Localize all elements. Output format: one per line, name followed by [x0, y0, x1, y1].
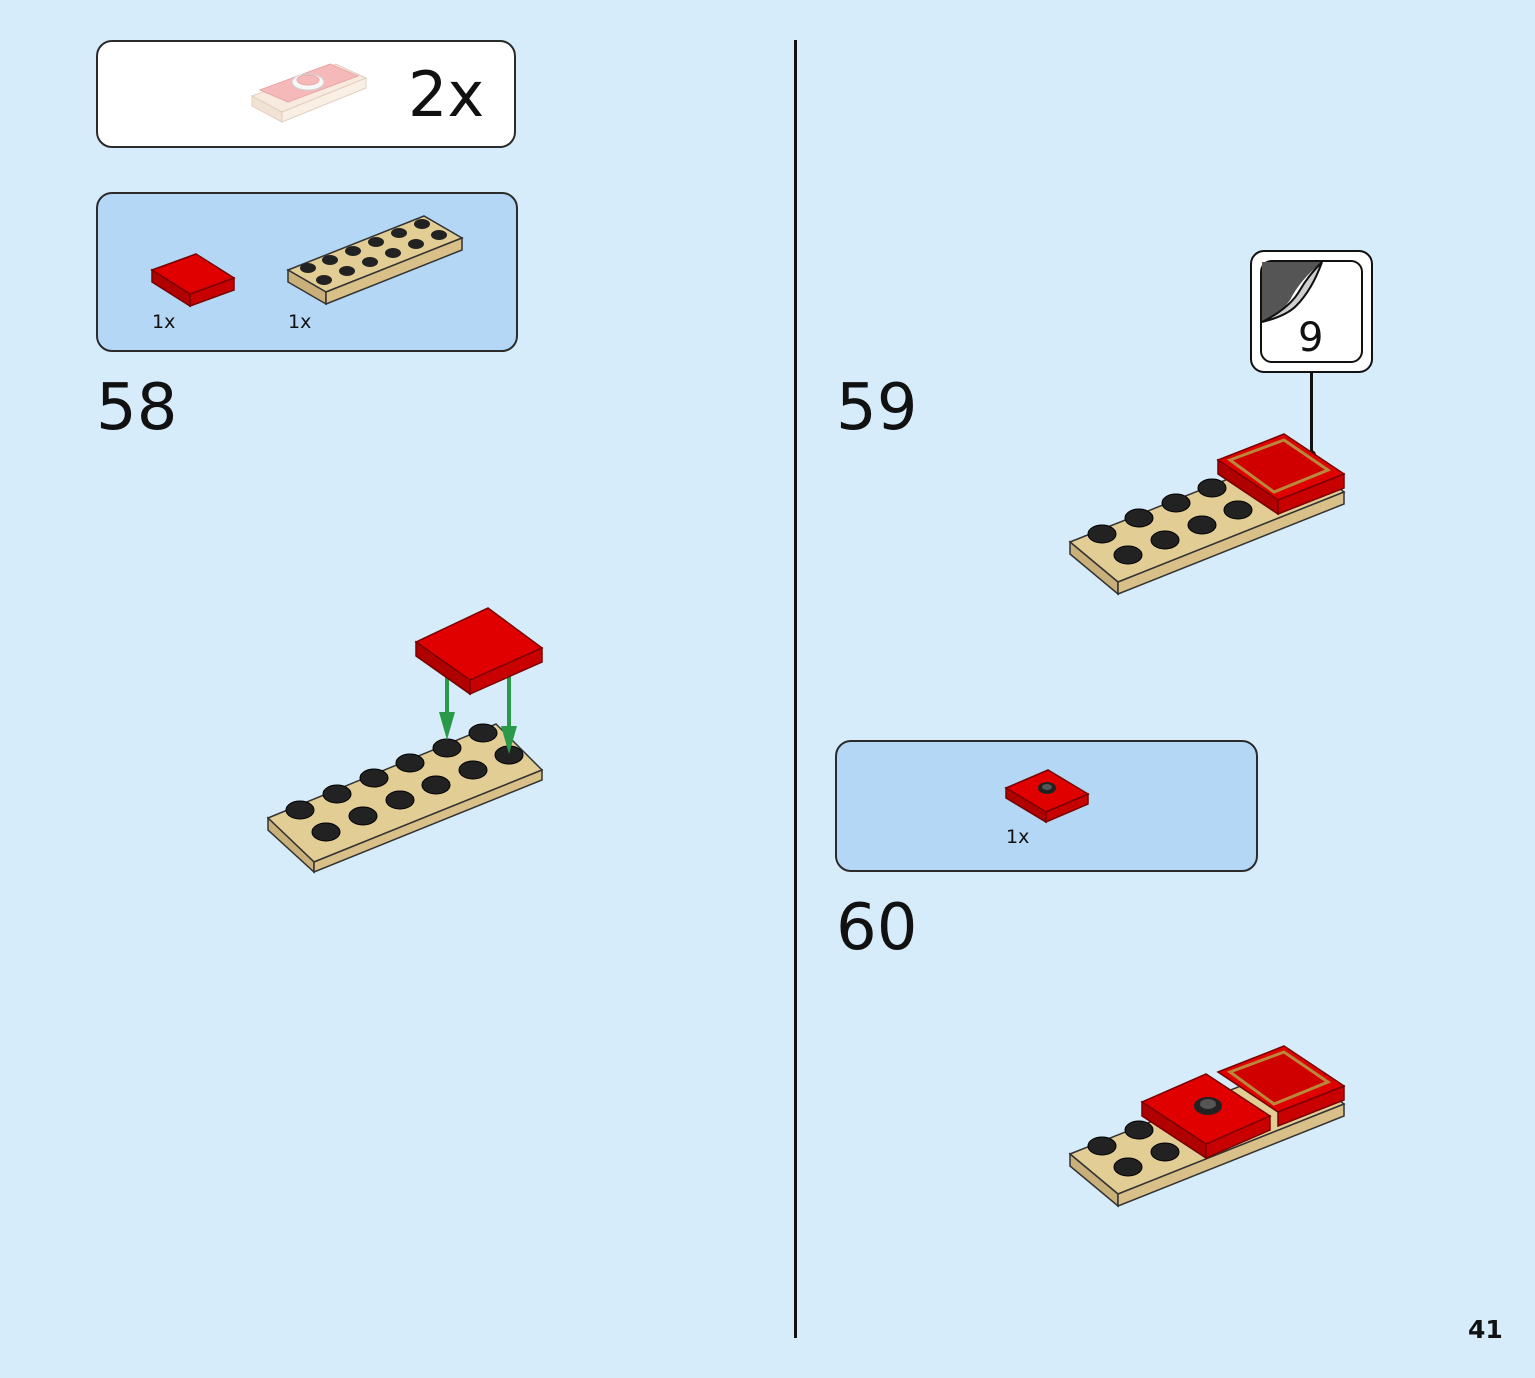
step-60-number: 60 [836, 891, 918, 965]
sticker-frame [1260, 260, 1363, 363]
red-tile-2x2-icon [150, 253, 236, 308]
sticker-leader-line [1310, 372, 1313, 454]
step-60-part-1-qty: 1x [1006, 826, 1030, 848]
page-divider [794, 40, 797, 1338]
step-58-part-1-qty: 1x [152, 311, 176, 333]
red-jumper-plate-icon [1004, 769, 1090, 824]
step-59-number: 59 [836, 371, 918, 445]
subassembly-count: 2x [408, 58, 485, 131]
step-58-part-2-qty: 1x [288, 311, 312, 333]
sticker-peel-icon [1261, 261, 1323, 323]
page-number: 41 [1468, 1315, 1503, 1344]
step-59-assembly-illustration [1068, 433, 1346, 596]
step-60-assembly-illustration [1068, 1045, 1346, 1208]
tan-plate-2x6-icon [286, 215, 464, 306]
red-tile-subassembly-icon [250, 63, 368, 123]
step-58-number: 58 [96, 371, 178, 445]
sticker-number: 9 [1298, 315, 1324, 361]
step-58-assembly-illustration [266, 607, 544, 874]
